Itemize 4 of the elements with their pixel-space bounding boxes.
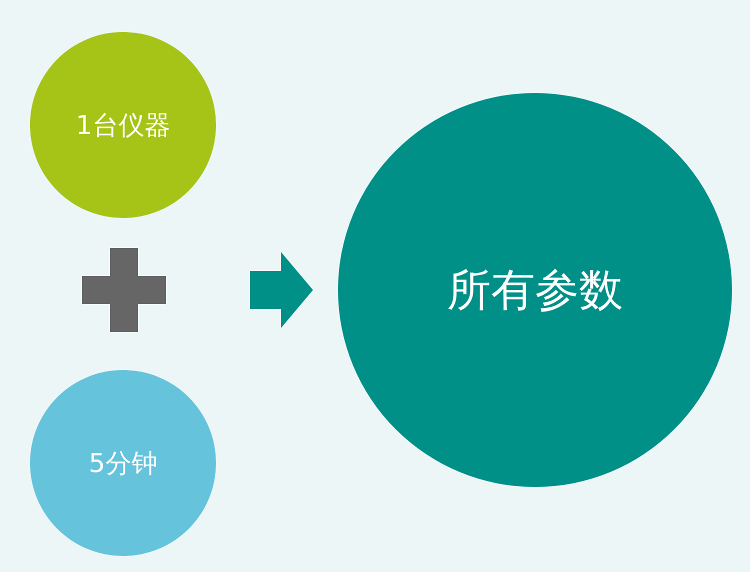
node-label: 所有参数 <box>447 264 623 318</box>
node-label: 5分钟 <box>88 448 158 480</box>
node-label: 1台仪器 <box>76 110 170 142</box>
block-arrow <box>250 252 313 328</box>
